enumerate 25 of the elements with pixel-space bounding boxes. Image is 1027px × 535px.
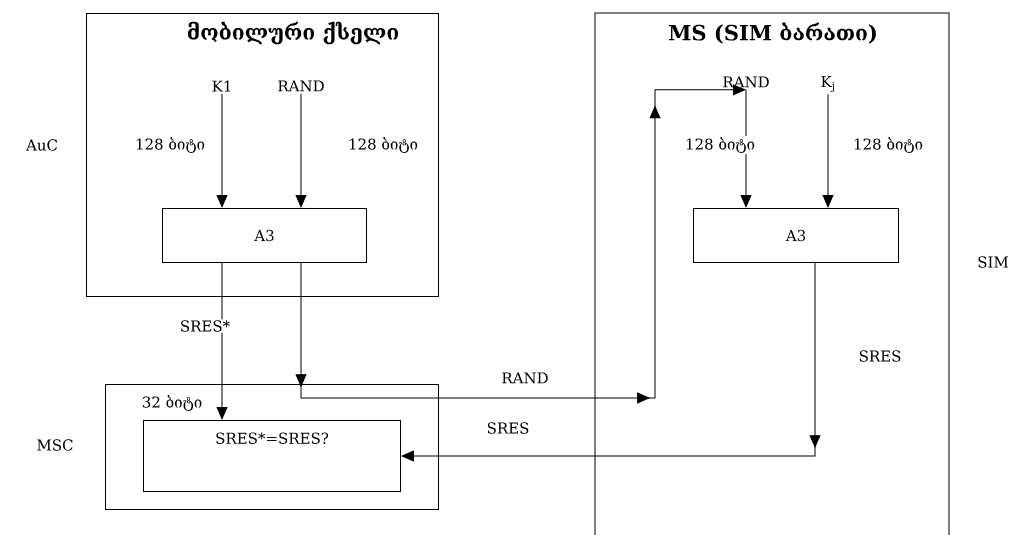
edge-label: 128 ბიტი <box>347 136 419 154</box>
edge-label: RAND <box>500 371 550 385</box>
arrow <box>295 84 746 404</box>
edge-label: 128 ბიტი <box>684 136 756 154</box>
signal-name: K$_{j}$ <box>821 76 834 92</box>
arrow <box>216 93 228 208</box>
edge-label: 128 ბიტი <box>852 136 924 154</box>
arrow <box>822 93 834 208</box>
arrow <box>295 93 307 208</box>
node-label: MSC <box>37 439 73 451</box>
algorithm-box: A3 <box>162 208 367 263</box>
edge-label: SRES <box>485 421 531 435</box>
node-label: AuC <box>25 139 58 151</box>
arrow <box>216 407 228 420</box>
arrow <box>401 262 821 462</box>
arrow <box>740 89 752 208</box>
signal-name: RAND <box>278 80 324 92</box>
algorithm-box: A3 <box>693 208 899 263</box>
signal-name: RAND <box>723 76 769 88</box>
edge-label: 128 ბიტი <box>134 136 206 154</box>
edge-label: SRES* <box>178 319 232 333</box>
signal-label: SRES <box>857 349 903 363</box>
bit-size-label: 32 ბიტი <box>140 394 204 412</box>
signal-name: K1 <box>212 80 231 92</box>
comparison-box: SRES*=SRES? <box>143 420 401 492</box>
